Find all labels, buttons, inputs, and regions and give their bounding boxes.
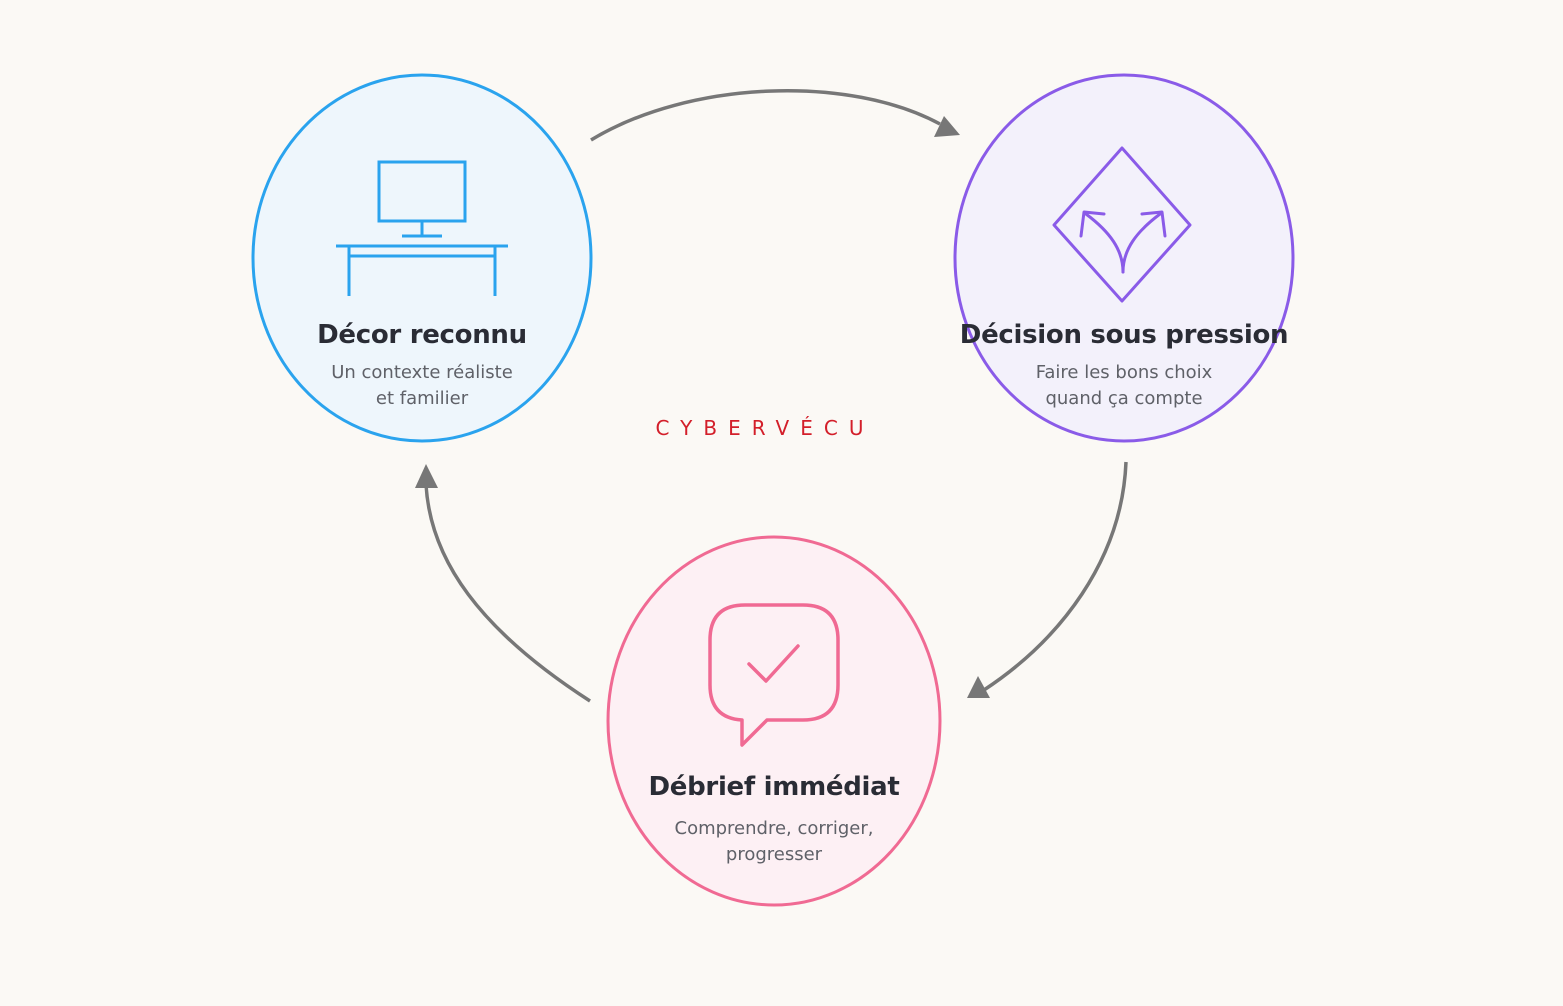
arrow-debrief-to-decor — [415, 464, 591, 703]
arrow-decision-to-debrief — [967, 461, 1128, 698]
node-subtitle-debrief-line2: progresser — [725, 844, 823, 865]
node-subtitle-decision-line2: quand ça compte — [1045, 388, 1203, 409]
node-circle-decor — [251, 73, 593, 443]
node-subtitle-debrief-line1: Comprendre, corriger, — [674, 818, 874, 839]
node-subtitle-debrief: Comprendre, corriger, progresser — [675, 816, 874, 868]
desk-monitor-icon — [336, 160, 508, 296]
brand-label: CYBERVÉCU — [655, 416, 875, 440]
node-subtitle-decision-line1: Faire les bons choix — [1035, 362, 1213, 383]
node-subtitle-decision: Faire les bons choix quand ça compte — [1036, 360, 1213, 412]
node-title-debrief: Débrief immédiat — [648, 772, 900, 802]
node-subtitle-decor-line1: Un contexte réaliste — [331, 362, 513, 383]
node-title-decor: Décor reconnu — [317, 320, 527, 350]
speech-bubble-check-icon — [708, 603, 840, 747]
node-subtitle-decor: Un contexte réaliste et familier — [331, 360, 513, 412]
node-subtitle-decor-line2: et familier — [375, 388, 469, 409]
node-title-decision: Décision sous pression — [959, 320, 1289, 350]
diamond-split-arrows-icon — [1052, 146, 1192, 303]
arrow-decor-to-decision — [590, 88, 960, 142]
